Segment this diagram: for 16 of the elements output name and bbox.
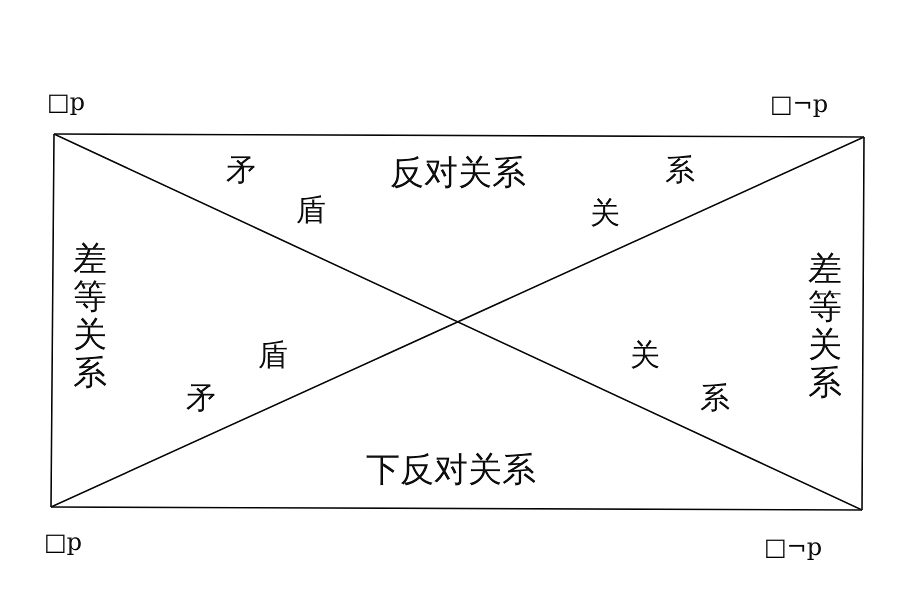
relation-label: 关系 <box>590 156 695 229</box>
relation-label: 矛盾 <box>226 156 326 226</box>
relation-label: 矛盾 <box>186 341 288 414</box>
connector-line <box>54 133 864 138</box>
connector-line <box>50 134 55 507</box>
relation-label: 关系 <box>630 341 730 414</box>
edge-label: 差等关系 <box>73 240 107 392</box>
formula-label: □p <box>44 530 82 554</box>
edge-label: 反对关系 <box>390 156 526 190</box>
formula-label: □¬p <box>764 535 822 559</box>
edge-label: 差等关系 <box>808 250 842 402</box>
connector-line <box>861 137 865 510</box>
edge-label: 下反对关系 <box>366 453 536 487</box>
formula-label: □¬p <box>770 92 828 116</box>
formula-label: □p <box>47 90 86 114</box>
connector-line <box>51 506 862 511</box>
